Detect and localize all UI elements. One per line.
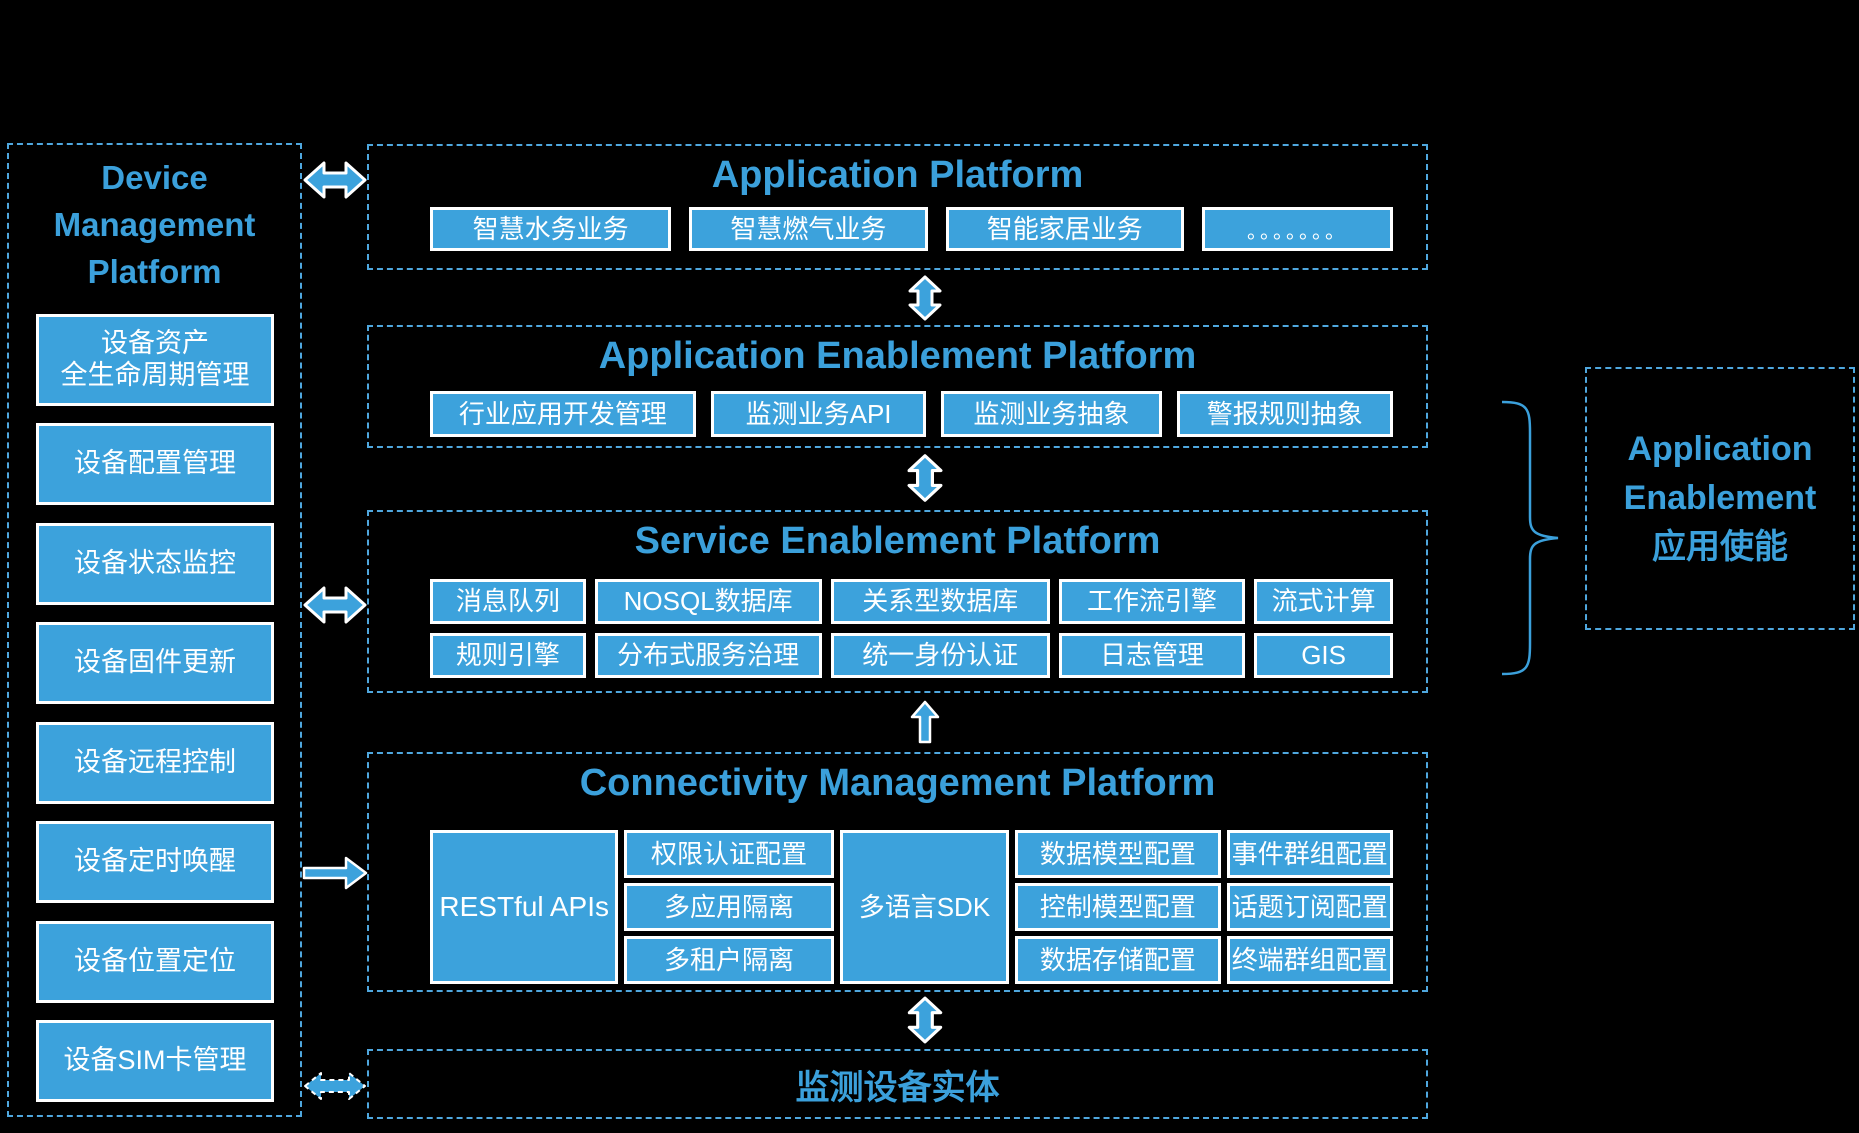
curly-brace-icon [1501, 400, 1559, 676]
conn-data-model-config: 数据模型配置 [1015, 830, 1221, 878]
aep-monitoring-abstraction: 监测业务抽象 [941, 391, 1162, 437]
right-arrow-device-to-connectivity-icon [302, 856, 368, 890]
double-arrow-enablement-to-service-icon [907, 454, 943, 502]
conn-multi-app-isolation: 多应用隔离 [624, 883, 834, 931]
app-more-ellipsis: 。。。。。。。 [1201, 207, 1394, 251]
sep-workflow-engine: 工作流引擎 [1058, 579, 1246, 624]
conn-event-group-config: 事件群组配置 [1226, 830, 1393, 878]
device-item-status-monitor: 设备状态监控 [36, 522, 274, 605]
application-platform-title: Application Platform [711, 154, 1084, 196]
sep-nosql-database: NOSQL数据库 [594, 579, 822, 624]
sep-gis: GIS [1254, 633, 1393, 678]
aep-monitoring-api: 监测业务API [710, 391, 927, 437]
app-smart-home: 智能家居业务 [945, 207, 1184, 251]
device-item-location: 设备位置定位 [36, 920, 274, 1003]
application-platform-row: 智慧水务业务 智慧燃气业务 智能家居业务 。。。。。。。 [430, 207, 1394, 251]
device-item-remote-control: 设备远程控制 [36, 721, 274, 804]
application-enablement-row: 行业应用开发管理 监测业务API 监测业务抽象 警报规则抽象 [430, 391, 1393, 437]
sep-rule-engine: 规则引擎 [430, 633, 586, 678]
service-enablement-grid: 消息队列 NOSQL数据库 关系型数据库 工作流引擎 流式计算 规则引擎 分布式… [430, 579, 1393, 678]
connectivity-management-platform-section: Connectivity Management Platform RESTful… [367, 752, 1428, 992]
application-enablement-annotation: Application Enablement 应用使能 [1585, 367, 1855, 630]
monitored-device-entity-section: 监测设备实体 [367, 1049, 1428, 1119]
sep-log-management: 日志管理 [1058, 633, 1246, 678]
device-item-sim-management: 设备SIM卡管理 [36, 1019, 274, 1102]
device-management-platform-panel: Device Management Platform 设备资产 全生命周期管理 … [7, 143, 302, 1117]
device-item-config: 设备配置管理 [36, 423, 274, 506]
device-item-asset-lifecycle: 设备资产 全生命周期管理 [36, 314, 274, 406]
service-enablement-platform-title: Service Enablement Platform [634, 520, 1161, 562]
sep-unified-identity-auth: 统一身份认证 [830, 633, 1050, 678]
device-item-scheduled-wakeup: 设备定时唤醒 [36, 821, 274, 904]
conn-multi-tenant-isolation: 多租户隔离 [624, 936, 834, 984]
connectivity-grid: RESTful APIs 权限认证配置 多应用隔离 多租户隔离 多语言SDK 数… [430, 830, 1393, 984]
double-arrow-device-to-service-icon [303, 586, 367, 624]
conn-auth-config: 权限认证配置 [624, 830, 834, 878]
double-arrow-connectivity-to-entity-icon [907, 996, 943, 1044]
aep-alert-rule-abstraction: 警报规则抽象 [1176, 391, 1393, 437]
application-enablement-platform-title: Application Enablement Platform [598, 335, 1197, 377]
device-item-firmware-update: 设备固件更新 [36, 622, 274, 705]
monitored-device-entity-title: 监测设备实体 [795, 1068, 1000, 1107]
conn-terminal-group-config: 终端群组配置 [1226, 936, 1393, 984]
device-management-item-list: 设备资产 全生命周期管理 设备配置管理 设备状态监控 设备固件更新 设备远程控制… [36, 314, 274, 1102]
sep-stream-computing: 流式计算 [1254, 579, 1393, 624]
dashed-double-arrow-device-to-entity-icon [304, 1072, 366, 1100]
double-arrow-app-to-enablement-icon [908, 275, 942, 321]
conn-control-model-config: 控制模型配置 [1015, 883, 1221, 931]
service-enablement-platform-section: Service Enablement Platform 消息队列 NOSQL数据… [367, 510, 1428, 693]
application-enablement-platform-section: Application Enablement Platform 行业应用开发管理… [367, 325, 1428, 448]
aep-industry-app-dev: 行业应用开发管理 [430, 391, 696, 437]
up-arrow-connectivity-to-service-icon [910, 700, 940, 744]
conn-topic-subscription-config: 话题订阅配置 [1226, 883, 1393, 931]
conn-restful-apis: RESTful APIs [430, 830, 619, 984]
sep-distributed-service-governance: 分布式服务治理 [594, 633, 822, 678]
conn-data-storage-config: 数据存储配置 [1015, 936, 1221, 984]
app-smart-water: 智慧水务业务 [430, 207, 672, 251]
application-enablement-annotation-label: Application Enablement 应用使能 [1623, 429, 1817, 567]
app-smart-gas: 智慧燃气业务 [689, 207, 928, 251]
device-management-platform-title: Device Management Platform [53, 159, 256, 290]
double-arrow-device-to-application-icon [303, 161, 367, 199]
sep-relational-database: 关系型数据库 [830, 579, 1050, 624]
sep-message-queue: 消息队列 [430, 579, 586, 624]
connectivity-management-platform-title: Connectivity Management Platform [579, 762, 1216, 804]
application-platform-section: Application Platform 智慧水务业务 智慧燃气业务 智能家居业… [367, 144, 1428, 270]
conn-multilang-sdk: 多语言SDK [839, 830, 1010, 984]
